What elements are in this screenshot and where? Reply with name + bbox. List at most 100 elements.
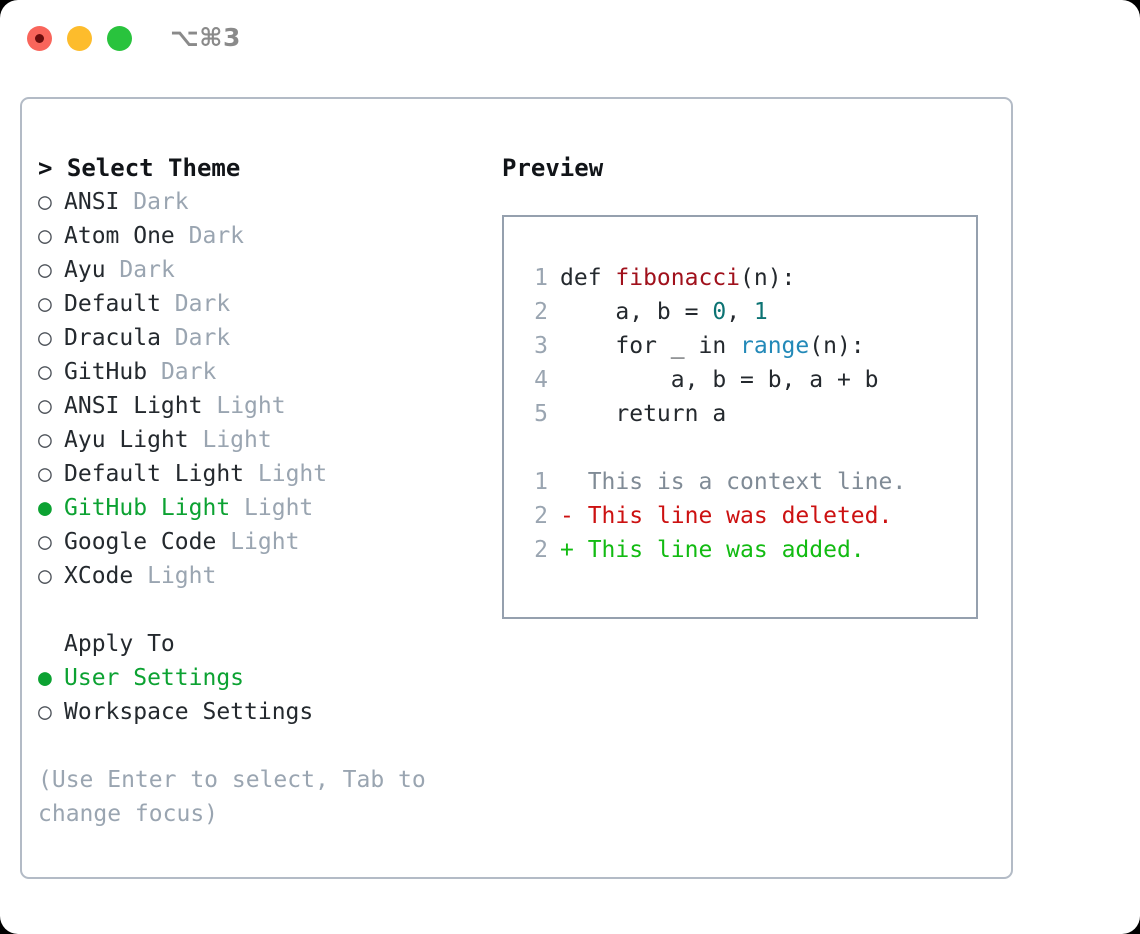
theme-option[interactable]: ○ Default Light Light (38, 457, 488, 491)
theme-option[interactable]: ○Google Code Light (38, 525, 488, 559)
theme-option-label: ANSI Light (64, 393, 203, 419)
window-controls (27, 26, 132, 51)
radio-unselected-icon: ○ (38, 529, 52, 555)
code-token: 1 (753, 299, 768, 325)
code-token: return a (560, 401, 727, 427)
code-token: a, b = b, a + b (560, 367, 879, 393)
theme-option-label: Atom One (64, 223, 175, 249)
theme-option[interactable]: ○ ANSI Light Light (38, 389, 488, 423)
radio-unselected-icon: ○ (38, 461, 52, 487)
keyboard-shortcut-label: ⌥⌘3 (170, 23, 241, 52)
select-theme-heading: > Select Theme (38, 151, 488, 185)
line-number: 2 (534, 299, 548, 325)
radio-unselected-icon: ○ (38, 325, 52, 351)
theme-option-variant (119, 185, 133, 219)
theme-option-variant-label: Dark (174, 291, 231, 317)
theme-option[interactable]: ○XCode Light (38, 559, 488, 593)
radio-selected-icon: ● (38, 495, 52, 521)
theme-option-variant-label: Light (230, 529, 300, 555)
theme-option-variant (161, 287, 175, 321)
close-window-button[interactable] (27, 26, 52, 51)
theme-option[interactable]: ○ANSI Dark (38, 185, 488, 219)
code-token: (n): (809, 333, 865, 359)
theme-option[interactable]: ○Atom One Dark (38, 219, 488, 253)
select-theme-label: Select Theme (66, 154, 241, 182)
apply-to-option-label: Workspace Settings (64, 699, 314, 725)
radio-unselected-icon: ○ (38, 393, 52, 419)
theme-option-variant (175, 219, 189, 253)
minimize-window-button[interactable] (67, 26, 92, 51)
theme-option[interactable]: ○GitHub Dark (38, 355, 488, 389)
radio-selected-icon: ● (38, 665, 52, 691)
line-number: 5 (534, 401, 548, 427)
theme-option-label: GitHub (64, 359, 148, 385)
apply-to-option[interactable]: ● User Settings (38, 661, 488, 695)
diff-sign (560, 469, 588, 495)
radio-unselected-icon: ○ (38, 699, 52, 725)
line-number: 1 (534, 469, 548, 495)
radio-unselected-icon: ○ (38, 359, 52, 385)
theme-option-variant-label: Dark (133, 189, 189, 215)
code-line: 3 for _ in range(n): (522, 329, 976, 363)
zoom-window-button[interactable] (107, 26, 132, 51)
theme-option[interactable]: ○ Ayu Dark (38, 253, 488, 287)
theme-option-variant (106, 253, 120, 287)
line-number: 2 (534, 503, 548, 529)
code-token: fibonacci (615, 265, 741, 291)
diff-text: This line was added. (587, 537, 865, 563)
theme-option-variant (244, 457, 258, 491)
diff-sign: + (560, 537, 588, 563)
apply-to-option-label: User Settings (64, 665, 245, 691)
prompt-caret: > (38, 154, 67, 182)
theme-option[interactable]: ○ Default Dark (38, 287, 488, 321)
diff-text: This is a context line. (587, 469, 907, 495)
list-spacer (38, 593, 488, 627)
radio-unselected-icon: ○ (38, 427, 52, 453)
theme-option-label: Default Light (64, 461, 245, 487)
main-panel: > Select Theme ○ANSI Dark○Atom One Dark○… (20, 97, 1013, 879)
theme-option-label: Ayu (64, 257, 106, 283)
line-number: 4 (534, 367, 548, 393)
title-bar: ⌥⌘3 (0, 0, 1140, 78)
code-line: 5 return a (522, 397, 976, 431)
theme-option[interactable]: ●GitHub Light Light (38, 491, 488, 525)
code-token: , (726, 299, 754, 325)
diff-sample: 1 This is a context line.2- This line wa… (522, 465, 976, 567)
theme-option-variant (216, 525, 230, 559)
diff-line: 2 + This line was added. (522, 533, 976, 567)
theme-option-variant-label: Dark (174, 325, 231, 351)
theme-option[interactable]: ○ Dracula Dark (38, 321, 488, 355)
theme-option-variant (161, 321, 175, 355)
theme-option-variant-label: Dark (119, 257, 175, 283)
radio-unselected-icon: ○ (38, 189, 52, 215)
preview-heading: Preview (502, 154, 604, 182)
theme-option-variant-label: Dark (188, 223, 245, 249)
code-token: a, b = (560, 299, 713, 325)
theme-option-label: Default (64, 291, 161, 317)
theme-option-variant-label: Light (257, 461, 328, 487)
radio-unselected-icon: ○ (38, 257, 52, 283)
theme-option-variant (147, 355, 161, 389)
theme-option-variant-label: Light (147, 563, 217, 589)
theme-option[interactable]: ○Ayu Light Light (38, 423, 488, 457)
apply-to-list: ● User Settings ○ Workspace Settings (38, 661, 488, 729)
code-token: for _ in (560, 333, 741, 359)
line-number: 3 (534, 333, 548, 359)
code-token: def (560, 265, 616, 291)
theme-option-label: GitHub Light (64, 495, 231, 521)
theme-option-variant (202, 389, 216, 423)
diff-line: 1 This is a context line. (522, 465, 976, 499)
code-token: (n): (740, 265, 796, 291)
radio-unselected-icon: ○ (38, 291, 52, 317)
code-line: 2 a, b = 0, 1 (522, 295, 976, 329)
code-token: range (740, 333, 810, 359)
radio-unselected-icon: ○ (38, 563, 52, 589)
theme-option-label: Dracula (64, 325, 161, 351)
apply-to-option[interactable]: ○ Workspace Settings (38, 695, 488, 729)
theme-option-variant-label: Light (202, 427, 272, 453)
theme-option-variant-label: Light (216, 393, 286, 419)
line-number: 2 (534, 537, 548, 563)
